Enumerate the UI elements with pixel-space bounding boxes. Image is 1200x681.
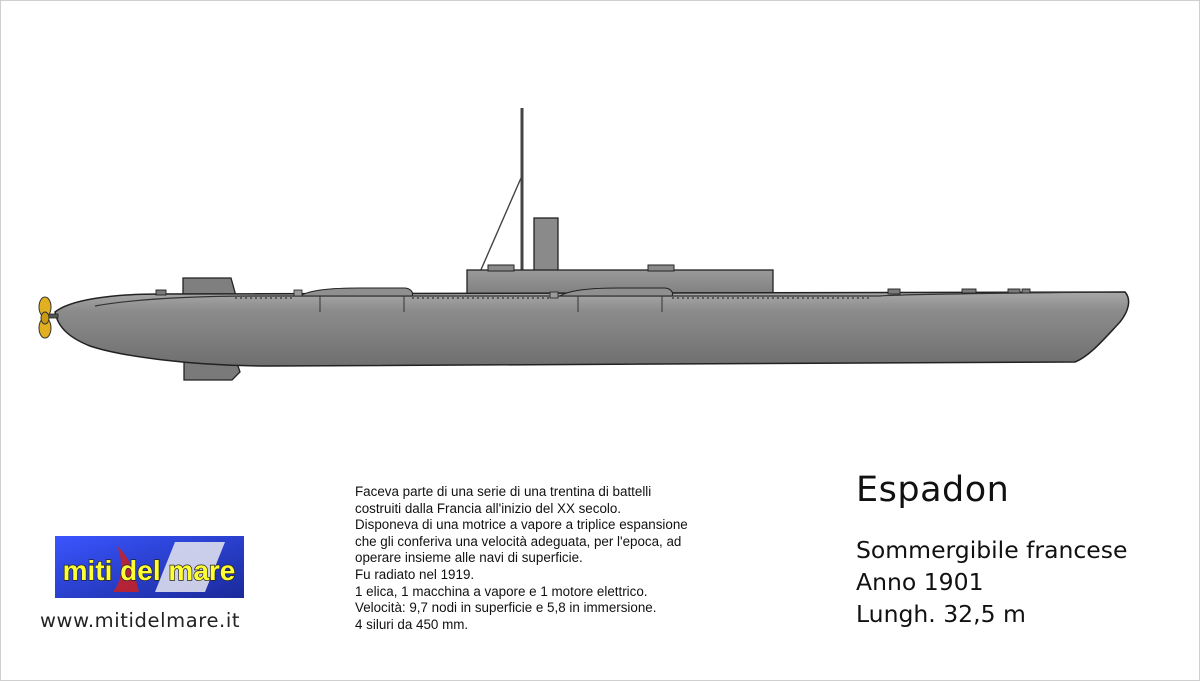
description-line: 4 siluri da 450 mm. (355, 616, 469, 632)
propeller (38, 296, 59, 339)
vessel-year: Anno 1901 (856, 568, 984, 596)
description-line: che gli conferiva una velocità adeguata,… (355, 533, 682, 549)
funnel (533, 217, 559, 273)
vessel-length: Lungh. 32,5 m (856, 600, 1026, 628)
logo-text: miti del mare (63, 555, 236, 586)
hull (54, 291, 1130, 367)
description-line: Faceva parte di una serie di una trentin… (355, 484, 652, 499)
vessel-name: Espadon (856, 470, 1010, 510)
deck-fittings (155, 288, 1031, 296)
vessel-specs: Sommergibile francese Anno 1901 Lungh. 3… (856, 534, 1127, 630)
vessel-type: Sommergibile francese (856, 536, 1128, 564)
description-line: Fu radiato nel 1919. (355, 566, 475, 582)
description-line: Disponeva di una motrice a vapore a trip… (355, 517, 688, 533)
hull-ribs (319, 296, 663, 312)
description-line: 1 elica, 1 macchina a vapore e 1 motore … (355, 583, 648, 599)
description-line: Velocità: 9,7 nodi in superficie e 5,8 i… (355, 600, 657, 616)
torpedo-tubes (293, 287, 674, 299)
description-text: Faceva parte di una serie di una trentin… (355, 484, 795, 633)
website-url: www.mitidelmare.it (40, 609, 241, 632)
description-line: operare insieme alle navi di superficie. (355, 550, 583, 566)
miti-del-mare-logo: miti del mare (55, 536, 244, 598)
deck-line (94, 291, 1126, 307)
mast (479, 108, 524, 274)
description-line: costruiti dalla Francia all'inizio del X… (355, 500, 622, 516)
submarine-illustration (38, 108, 1130, 381)
